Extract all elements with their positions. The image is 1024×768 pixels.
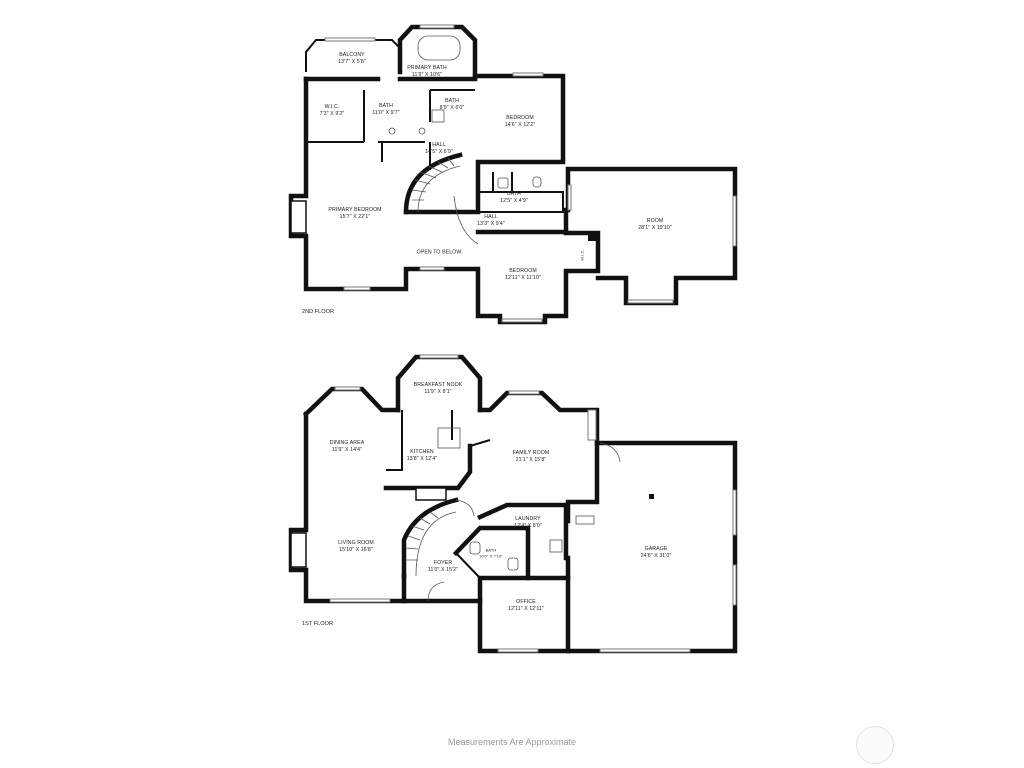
room-label-primary-bath: PRIMARY BATH 11'9" X 10'6": [407, 65, 447, 78]
room-label-hall-lower: HALL 13'3" X 9'4": [477, 214, 505, 227]
room-label-kitchen: KITCHEN 13'8" X 12'4": [406, 449, 438, 462]
room-label-room: ROOM 28'1" X 19'10": [638, 218, 672, 231]
room-label-wic-small: W.I.C.: [579, 249, 585, 261]
room-label-primary-bedroom: PRIMARY BEDROOM 15'7" X 22'1": [328, 207, 382, 220]
floor-label-second: 2ND FLOOR: [302, 309, 335, 315]
room-label-garage: GARAGE 24'8" X 31'0": [640, 546, 672, 559]
floor-label-first: 1ST FLOOR: [302, 621, 333, 627]
room-label-foyer: FOYER 11'0" X 15'2": [427, 560, 459, 573]
room-label-hall-upper: HALL 14'5" X 6'9": [425, 142, 453, 155]
room-label-laundry: LAUNDRY 12'4" X 8'0": [514, 516, 542, 529]
room-label-breakfast-nook: BREAKFAST NOOK 11'9" X 8'1": [413, 382, 463, 395]
first-floor-walls: [288, 354, 738, 654]
room-label-dining-area: DINING AREA 11'9" X 14'4": [329, 440, 365, 453]
room-label-bedroom-1: BEDROOM 14'6" X 12'2": [504, 115, 536, 128]
room-label-bath-c: BATH 12'5" X 4'9": [500, 191, 528, 204]
second-floor-walls: [288, 24, 738, 325]
watermark-logo: [856, 726, 894, 764]
room-label-family-room: FAMILY ROOM 21'1" X 15'8": [512, 450, 550, 463]
room-label-office: OFFICE 12'11" X 12'11": [508, 599, 544, 612]
room-label-bath: BATH 10'0" X 7'10": [479, 547, 503, 559]
room-label-bath-a: BATH 11'0" X 9'7": [372, 103, 400, 116]
room-label-wic: W.I.C. 7'3" X 9'2": [319, 104, 345, 117]
room-label-balcony: BALCONY 13'7" X 5'8": [338, 52, 366, 65]
room-label-living-room: LIVING ROOM 15'10" X 16'8": [338, 540, 374, 553]
measurements-note: Measurements Are Approximate: [447, 737, 577, 747]
room-label-open-to-below: OPEN TO BELOW: [416, 249, 462, 256]
room-label-bath-b: BATH 8'9" X 6'0": [439, 98, 465, 111]
room-label-bedroom-2: BEDROOM 12'11" X 11'10": [505, 268, 541, 281]
